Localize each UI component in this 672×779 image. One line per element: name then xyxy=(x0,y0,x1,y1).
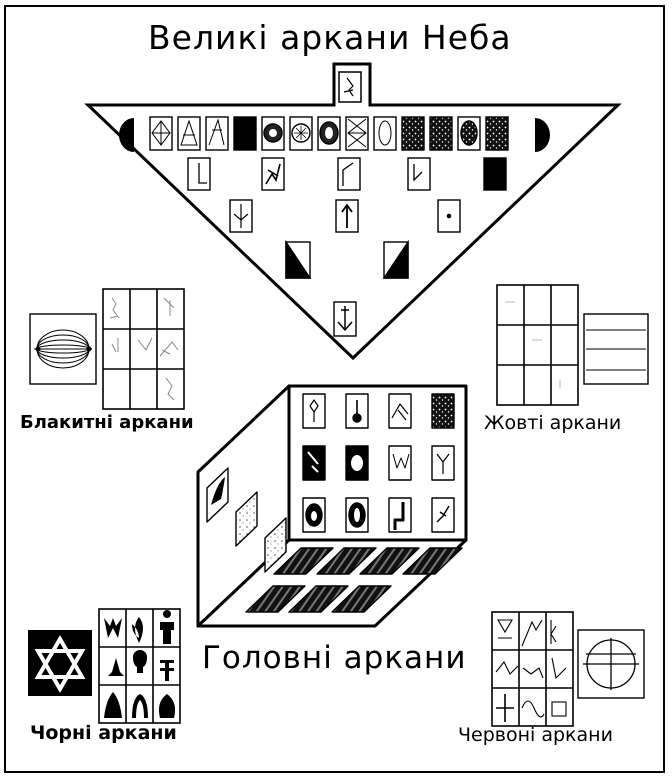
red-arcana-group xyxy=(492,612,644,726)
main-arcana-label: Головні аркани xyxy=(202,640,466,676)
arcana-card xyxy=(389,498,411,532)
arcana-card xyxy=(402,117,424,150)
arcana-card xyxy=(339,72,361,102)
arcana-card xyxy=(484,158,506,190)
black-arcana-label: Чорні аркани xyxy=(30,722,177,744)
arcana-card xyxy=(486,117,508,150)
main-arcana-cube xyxy=(198,386,466,626)
yellow-arcana-group xyxy=(497,285,648,405)
blue-arcana-grid xyxy=(103,289,184,409)
arcana-card xyxy=(262,158,284,190)
arcana-card xyxy=(408,158,430,190)
arcana-card xyxy=(234,117,256,150)
yellow-arcana-grid xyxy=(497,285,578,405)
arcana-card xyxy=(432,394,454,428)
arcana-card xyxy=(430,117,452,150)
arcana-card xyxy=(389,446,411,480)
yellow-arcana-label: Жовті аркани xyxy=(484,412,621,434)
black-arcana-group xyxy=(28,609,180,723)
blue-arcana-label: Блакитні аркани xyxy=(20,412,194,433)
red-arcana-grid xyxy=(492,612,573,726)
blue-arcana-group xyxy=(30,289,184,409)
red-arcana-label: Червоні аркани xyxy=(458,724,613,746)
arcana-card xyxy=(338,158,360,190)
diagram-title: Великі аркани Неба xyxy=(148,18,512,57)
arcana-card xyxy=(389,394,411,428)
arcana-card xyxy=(303,446,325,480)
